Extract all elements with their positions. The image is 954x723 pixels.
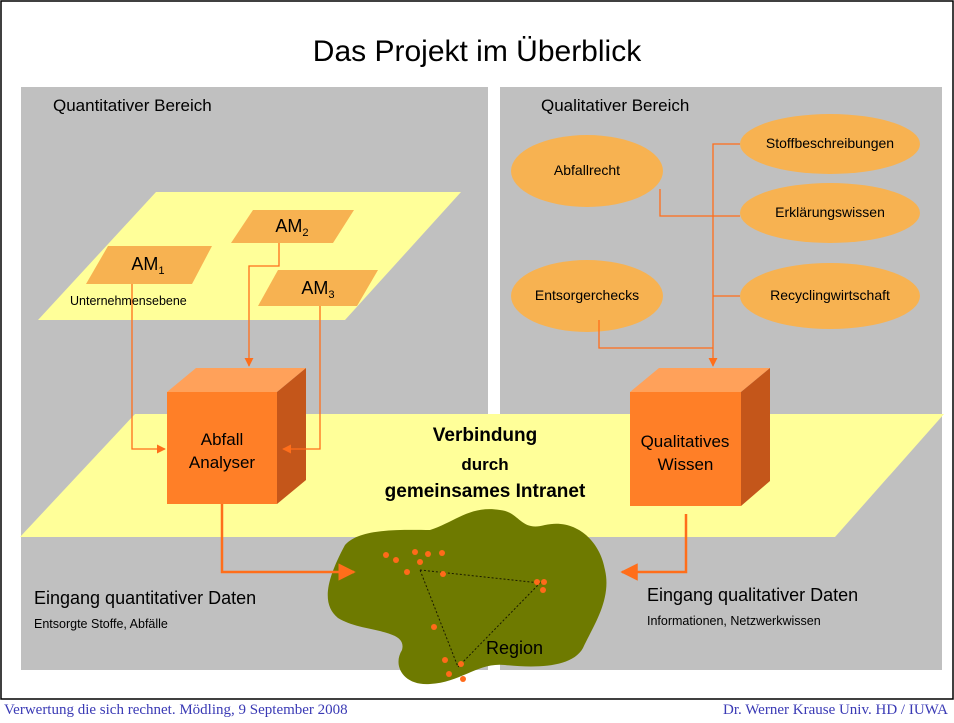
slide-title: Das Projekt im Überblick bbox=[312, 35, 642, 68]
am3-base: AM bbox=[301, 278, 329, 298]
am3-label: AM3 bbox=[278, 278, 358, 301]
input-arrows bbox=[220, 504, 688, 581]
ellipse-stoffbeschreibungen bbox=[740, 114, 920, 174]
am1-label: AM1 bbox=[108, 254, 188, 277]
ellipse-label-entsorgerchecks: Entsorgerchecks bbox=[534, 287, 640, 303]
am2-shape bbox=[231, 210, 354, 243]
am2-sub: 2 bbox=[302, 226, 309, 239]
region-shape bbox=[327, 509, 607, 685]
region-dots bbox=[383, 549, 547, 682]
enterprise-label: Unternehmensebene bbox=[70, 294, 187, 308]
ellipse-entsorgerchecks bbox=[511, 260, 663, 332]
am-connectors bbox=[131, 243, 321, 454]
am2-label: AM2 bbox=[252, 216, 332, 239]
knowledge-connectors bbox=[598, 143, 740, 367]
qualitative-input-title: Eingang qualitativer Daten bbox=[647, 585, 859, 605]
quantitative-input-detail: Entsorgte Stoffe, Abfälle bbox=[34, 617, 168, 631]
qualitative-input-detail: Informationen, Netzwerkwissen bbox=[647, 614, 821, 628]
am3-shape bbox=[258, 270, 378, 306]
ellipse-label-erklaerungswissen: Erklärungswissen bbox=[775, 204, 885, 220]
qualitatives-wissen-label-2: Wissen bbox=[657, 455, 714, 474]
abfall-analyser-label-2: Analyser bbox=[188, 453, 256, 472]
am1-sub: 1 bbox=[158, 264, 165, 277]
connection-line-3: gemeinsames Intranet bbox=[384, 481, 586, 502]
quantitative-heading: Quantitativer Bereich bbox=[53, 96, 212, 115]
am1-shape bbox=[86, 246, 212, 284]
am2-base: AM bbox=[275, 216, 303, 236]
ellipse-recyclingwirtschaft bbox=[740, 263, 920, 329]
qualitatives-wissen-cube bbox=[630, 368, 770, 506]
abfall-analyser-label-1: Abfall bbox=[200, 430, 244, 449]
ellipse-abfallrecht bbox=[511, 135, 663, 207]
region-label: Region bbox=[486, 638, 544, 658]
footer-left: Verwertung die sich rechnet. Mödling, 9 … bbox=[4, 702, 348, 718]
qualitatives-wissen-label-1: Qualitatives bbox=[640, 432, 730, 451]
connection-line-2: durch bbox=[461, 455, 509, 474]
am1-base: AM bbox=[131, 254, 159, 274]
ellipse-label-abfallrecht: Abfallrecht bbox=[553, 162, 621, 178]
abfall-analyser-cube bbox=[167, 368, 306, 504]
ellipse-erklaerungswissen bbox=[740, 183, 920, 243]
am3-sub: 3 bbox=[328, 288, 335, 301]
connection-line-1: Verbindung bbox=[432, 425, 538, 446]
ellipse-label-stoffbeschreibungen: Stoffbeschreibungen bbox=[765, 135, 895, 151]
qualitative-heading: Qualitativer Bereich bbox=[541, 96, 690, 115]
region-triangle bbox=[419, 569, 542, 668]
quantitative-input-title: Eingang quantitativer Daten bbox=[34, 588, 257, 608]
footer-right: Dr. Werner Krause Univ. HD / IUWA bbox=[723, 702, 948, 718]
ellipse-label-recyclingwirtschaft: Recyclingwirtschaft bbox=[770, 287, 890, 303]
